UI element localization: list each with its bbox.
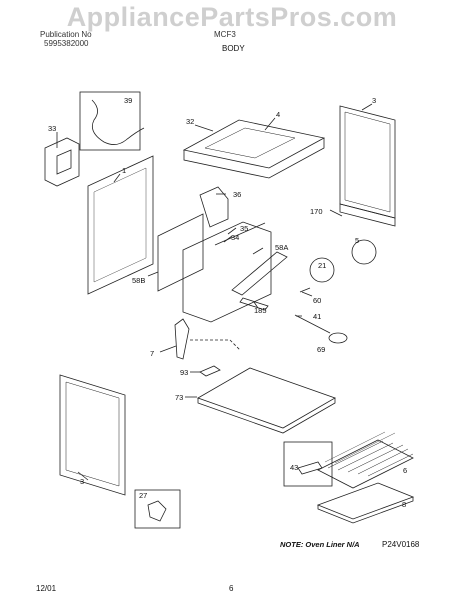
rod-41 — [294, 314, 331, 334]
callout-93: 93 — [180, 368, 188, 377]
cabinet-body — [182, 221, 272, 323]
page-number: 6 — [229, 584, 234, 593]
callout-58a: 58A — [275, 243, 288, 252]
callout-1: 1 — [122, 166, 126, 175]
callout-58b: 58B — [132, 276, 145, 285]
callout-73: 73 — [175, 393, 183, 402]
callout-41: 41 — [313, 312, 321, 321]
side-panel-lower — [59, 374, 126, 496]
oven-bottom — [197, 367, 336, 429]
oven-liner-note: NOTE: Oven Liner N/A — [280, 540, 360, 549]
publication-label: Publication No — [40, 30, 92, 39]
callout-170: 170 — [310, 207, 323, 216]
callout-43: 43 — [290, 463, 298, 472]
callout-32: 32 — [186, 117, 194, 126]
wire-harness-inset — [79, 91, 141, 151]
vent-36 — [199, 186, 229, 228]
clip-93 — [199, 365, 221, 377]
section-title: BODY — [222, 44, 245, 53]
callout-7: 7 — [150, 349, 154, 358]
diagram-code: P24V0168 — [382, 540, 420, 549]
top-panel — [182, 119, 326, 169]
callout-5: 5 — [355, 236, 359, 245]
footer-date: 12/01 — [36, 584, 57, 593]
callout-8: 8 — [402, 500, 406, 509]
callout-33: 33 — [48, 124, 56, 133]
watermark: AppliancePartsPros.com — [66, 2, 398, 32]
callout-60: 60 — [313, 296, 321, 305]
inset-27 — [134, 489, 181, 529]
callout-3: 3 — [372, 96, 376, 105]
bracket-33 — [44, 137, 80, 187]
publication-number: 5995382000 — [44, 39, 89, 48]
callout-27: 27 — [139, 491, 147, 500]
leveler-21 — [309, 257, 335, 283]
wire-harness — [91, 99, 145, 145]
broil-pan — [316, 482, 415, 520]
back-panel — [87, 155, 154, 295]
callout-6: 6 — [403, 466, 407, 475]
leg-5 — [351, 239, 377, 265]
callout-35: 35 — [240, 224, 248, 233]
inset-43 — [283, 441, 333, 487]
callout-34: 34 — [231, 233, 239, 242]
panel-58a — [231, 251, 288, 296]
oven-rack — [317, 439, 414, 489]
callout-39: 39 — [124, 96, 132, 105]
knob-69 — [328, 332, 348, 344]
callout-185: 185 — [254, 306, 267, 315]
callout-4: 4 — [276, 110, 280, 119]
model-number: MCF3 — [214, 30, 236, 39]
callout-36: 36 — [233, 190, 241, 199]
front-frame-58b — [157, 213, 204, 292]
callout-69: 69 — [317, 345, 325, 354]
hinge-7 — [174, 318, 190, 360]
strip-185 — [239, 297, 269, 311]
callout-3-lower: 3 — [80, 477, 84, 486]
callout-21: 21 — [318, 261, 326, 270]
side-panel — [339, 105, 396, 219]
